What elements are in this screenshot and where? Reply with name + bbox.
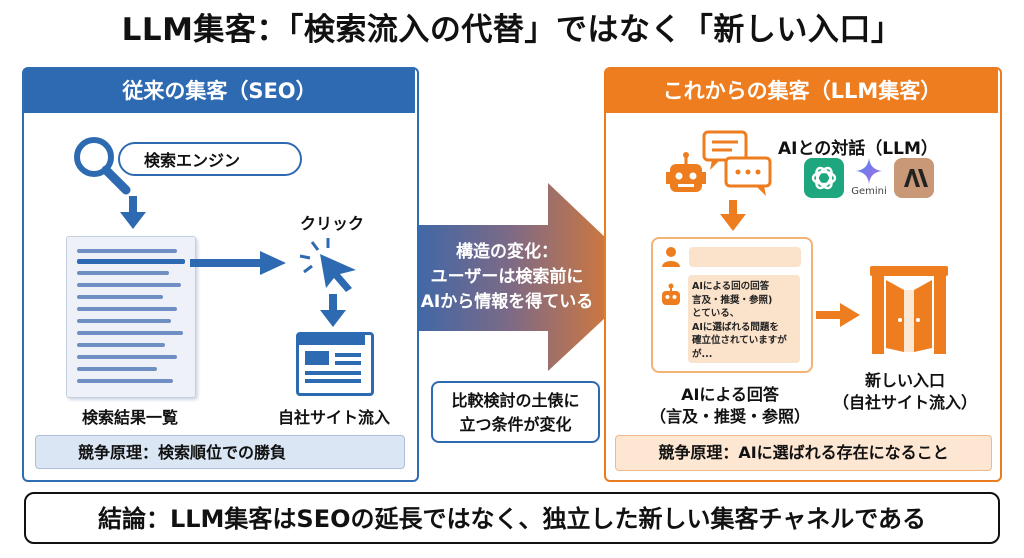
condition-change-note: 比較検討の土俵に 立つ条件が変化 <box>431 381 600 443</box>
answer-line: AIによる回の回答 <box>692 281 770 292</box>
chatgpt-logo-icon <box>804 158 844 198</box>
note-line: 立つ条件が変化 <box>459 415 572 434</box>
new-entry-label-line: （自社サイト流入） <box>832 393 977 412</box>
gemini-label: Gemini <box>851 186 887 197</box>
entrance-door-icon <box>870 266 948 354</box>
search-results-document <box>66 236 196 398</box>
user-icon <box>662 247 680 267</box>
conclusion-box: 結論：LLM集客はSEOの延長ではなく、独立した新しい集客チャネルである <box>24 492 1000 544</box>
llm-competition-box: 競争原理：AIに選ばれる存在になること <box>615 435 992 471</box>
arrow-right-icon <box>190 251 286 275</box>
seo-panel-header: 従来の集客（SEO） <box>24 69 415 113</box>
note-line: 比較検討の土俵に <box>451 391 580 410</box>
robot-chat-icon <box>666 130 772 196</box>
search-icon <box>74 137 131 195</box>
llm-panel-header: これからの集客（LLM集客） <box>606 69 998 113</box>
gemini-logo-icon <box>856 158 882 184</box>
website-icon <box>296 332 374 396</box>
seo-competition-box: 競争原理：検索順位での勝負 <box>35 435 405 469</box>
answer-line: 言及・推奨・参照) <box>692 294 773 306</box>
arrow-down-icon <box>120 196 146 229</box>
robot-icon <box>662 283 680 305</box>
structure-change-line: ユーザーは検索前に <box>430 267 584 287</box>
user-message-bubble <box>689 247 801 267</box>
structure-change-text: 構造の変化： ユーザーは検索前に AIから情報を得ている <box>408 240 606 315</box>
structure-change-line: AIから情報を得ている <box>420 292 594 312</box>
arrow-down-icon <box>320 294 346 327</box>
cursor-click-icon <box>299 238 356 292</box>
answer-line: とている、 <box>692 308 740 319</box>
ai-answer-label-line: （言及・推奨・参照） <box>649 407 810 426</box>
anthropic-logo-icon <box>894 158 934 198</box>
new-entry-label: 新しい入口 （自社サイト流入） <box>830 370 980 414</box>
structure-change-line: 構造の変化： <box>456 242 558 262</box>
ai-answer-bubble: AIによる回の回答 言及・推奨・参照) とている、 AIに選ばれる問題を 確立位… <box>688 275 800 363</box>
page-title: LLM集客：「検索流入の代替」ではなく「新しい入口」 <box>121 12 903 48</box>
ai-answer-label-line: AIによる回答 <box>681 385 779 404</box>
search-results-label: 検索結果一覧 <box>81 408 178 427</box>
answer-line: が... <box>692 348 713 360</box>
arrow-down-icon <box>720 200 746 231</box>
own-site-label: 自社サイト流入 <box>277 408 390 427</box>
ai-answer-label: AIによる回答 （言及・推奨・参照） <box>638 384 822 428</box>
answer-line: AIに選ばれる問題を <box>692 321 779 333</box>
answer-line: 確立位されていますが <box>692 335 787 346</box>
structure-change-arrow <box>398 183 648 371</box>
click-label: クリック <box>299 214 364 233</box>
new-entry-label-line: 新しい入口 <box>864 371 945 390</box>
arrow-right-icon <box>816 303 860 327</box>
search-engine-box: 検索エンジン <box>118 142 302 176</box>
ai-dialog-title: AIとの対話（LLM） <box>778 139 938 159</box>
